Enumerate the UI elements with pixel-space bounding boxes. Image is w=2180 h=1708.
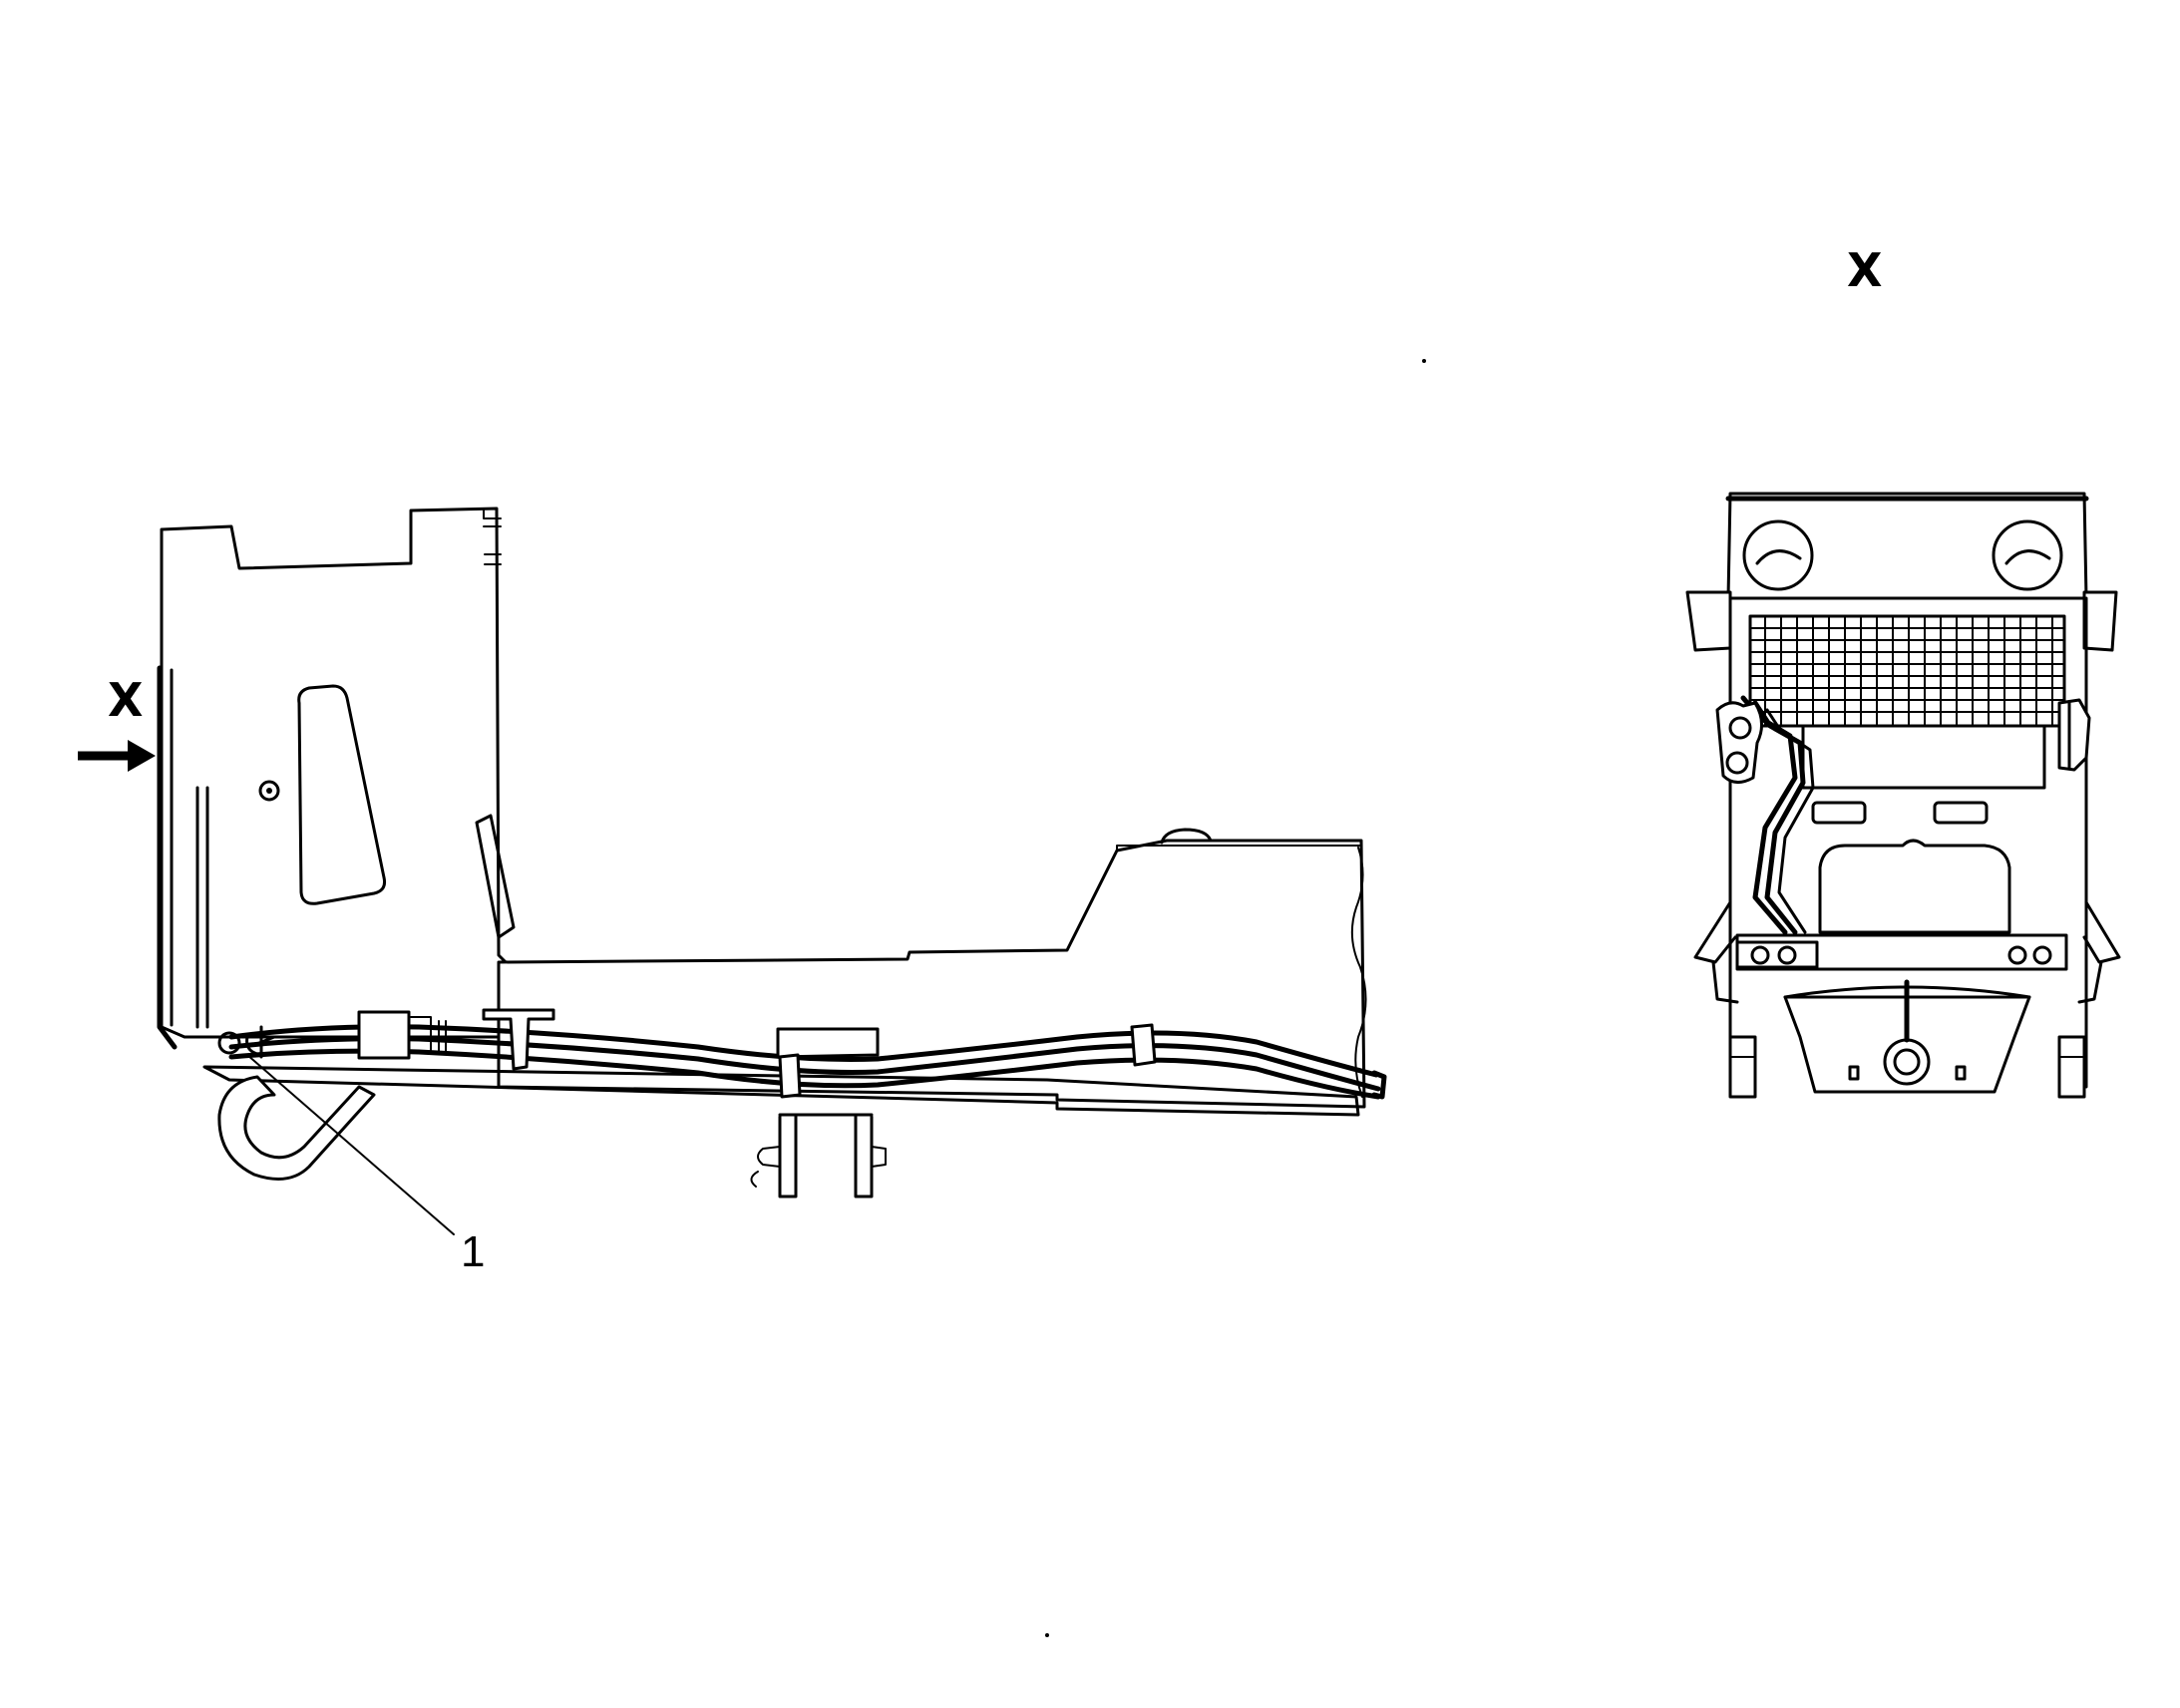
end-hose-inner [1752,700,1806,935]
right-clamp [1130,1023,1157,1067]
left-side-tab [1685,590,1732,652]
crossbar-bolt-2 [1777,945,1797,965]
hose-connector-nut [410,1016,447,1054]
housing-tab-upper [483,508,502,527]
left-foot [1728,1035,1757,1099]
end-view-header [1726,492,2088,600]
end-view-body [1728,596,2088,1089]
right-foot [2057,1035,2086,1099]
frame-top-edge [1116,845,1362,852]
housing-window [297,684,386,905]
housing-bolt-center [266,788,272,794]
inner-slot-right [1933,801,1989,825]
front-rail-outer [157,665,178,1050]
tow-eye-inner [1893,1048,1921,1076]
rear-slot-left [1848,1065,1860,1081]
stray-dot-bottom [1045,1633,1049,1637]
stray-dot-top [1422,359,1426,363]
side-view: X [78,507,1387,1276]
end-hose-third [1765,708,1815,934]
right-lamp [1992,519,2063,591]
crossbar-bolt-1 [1750,945,1770,965]
frame-cap [1160,828,1213,845]
cab-housing [160,507,511,1039]
inner-panel [1801,724,2046,790]
right-lamp-lens [2004,549,2051,565]
arrow-right-icon [78,740,156,772]
right-side-tab [2082,590,2118,652]
crossbar-plate [1735,940,1819,969]
inner-slot-left [1811,801,1867,825]
hose-end [1371,1070,1387,1100]
callout-leader [246,1054,455,1235]
radiator-grille [1748,614,2066,728]
tow-hook-pin [245,1025,276,1059]
right-fitting [2057,698,2091,772]
end-view: X [1685,243,2121,1099]
hose-fitting-front [217,1031,241,1055]
mid-bracket [776,1027,880,1059]
right-skirt [2077,900,2121,1004]
rear-slot-right [1955,1065,1967,1081]
mid-clamp [778,1053,802,1099]
hose-middle [228,1036,1381,1092]
tow-hook [217,1075,376,1181]
crossbar-bolt-3 [2007,945,2027,965]
frame-bottom-plate [202,1065,1360,1117]
end-view-title: X [1847,243,1882,297]
callout-number: 1 [461,1227,485,1276]
left-lamp-lens [1755,549,1802,565]
crossbar-bolt-4 [2032,945,2052,965]
left-fitting-port-upper [1728,716,1752,740]
housing-bolt [258,780,280,802]
left-fitting-port-lower [1725,751,1749,775]
view-direction-label: X [108,673,143,727]
inner-recess [1818,839,2011,934]
left-skirt [1693,900,1739,1004]
hose-connector-block [357,1010,411,1060]
left-lamp [1742,519,1814,591]
frame-break-line [1350,847,1367,1098]
hose-upper [228,1024,1379,1078]
hose-tee-fitting [482,1008,555,1071]
support-leg [750,1113,887,1198]
front-rail-bar [195,786,209,1029]
left-fitting [1715,701,1763,784]
housing-tab-lower [484,553,502,565]
housing-gusset [475,814,516,939]
